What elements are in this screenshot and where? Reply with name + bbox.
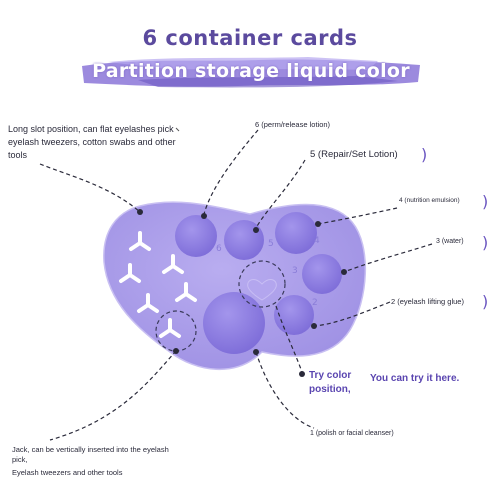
well-6 bbox=[175, 215, 217, 257]
label-slot-4: 4 (nutrition emulsion) bbox=[399, 197, 460, 204]
title: 6 container cards bbox=[142, 26, 358, 50]
brush-stroke-background bbox=[82, 57, 420, 88]
label-slot-1: 1 (polish or facial cleanser) bbox=[310, 430, 394, 437]
well-4 bbox=[275, 212, 317, 254]
paren-decoration: ) bbox=[482, 233, 489, 252]
well-3 bbox=[302, 254, 342, 294]
label-jack: Jack, can be vertically inserted into th… bbox=[12, 445, 169, 464]
label-slot-6: 6 (perm/release lotion) bbox=[255, 120, 331, 129]
well-number-4: 4 bbox=[314, 236, 320, 246]
label-try-it: You can try it here. bbox=[370, 373, 460, 384]
subtitle-banner: Partition storage liquid color bbox=[78, 56, 424, 90]
well-number-5: 5 bbox=[268, 239, 274, 249]
label-slot-2: 2 (eyelash lifting glue) bbox=[391, 297, 464, 306]
label-long-slot: Long slot position, can flat eyelashes p… bbox=[8, 124, 176, 160]
well-2 bbox=[274, 295, 314, 335]
label-jack-2: Eyelash tweezers and other tools bbox=[12, 468, 123, 477]
well-5 bbox=[224, 220, 264, 260]
label-try-color: Try color position, bbox=[309, 370, 352, 395]
paren-decoration: ) bbox=[421, 145, 428, 164]
well-number-2: 2 bbox=[312, 298, 318, 308]
well-number-6: 6 bbox=[216, 244, 222, 254]
well-1 bbox=[203, 292, 265, 354]
pick-holders bbox=[119, 231, 197, 338]
heart-try-spot bbox=[247, 279, 277, 301]
paren-decoration: ) bbox=[482, 292, 489, 311]
well-number-3: 3 bbox=[292, 266, 298, 276]
label-slot-3: 3 (water) bbox=[436, 238, 464, 245]
subtitle: Partition storage liquid color bbox=[92, 60, 410, 82]
label-slot-5: 5 (Repair/Set Lotion) bbox=[310, 149, 398, 160]
paren-decoration: ) bbox=[482, 192, 489, 211]
